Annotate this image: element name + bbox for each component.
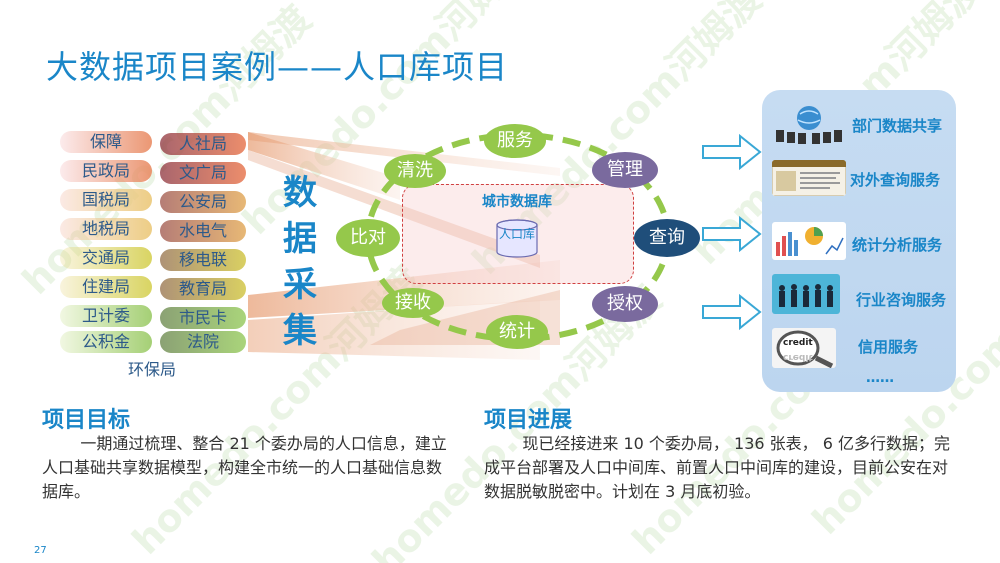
- svg-text:credit: credit: [783, 338, 813, 348]
- agency-tag: 公安局: [160, 191, 246, 213]
- node-authorize: 授权: [592, 286, 658, 322]
- agency-tag: 人社局: [160, 133, 246, 155]
- globe-servers-icon: [776, 106, 842, 144]
- agency-tag: 民政局: [60, 160, 152, 182]
- node-stats: 统计: [486, 315, 548, 349]
- agency-tag: 保障: [60, 131, 152, 153]
- page-number: 27: [34, 545, 47, 556]
- population-db-label: 人口库: [498, 227, 535, 241]
- agency-tag: 移电联: [160, 249, 246, 271]
- credit-magnifier-icon: credit credit: [772, 328, 836, 368]
- node-manage: 管理: [592, 152, 658, 188]
- collect-char: 数: [283, 173, 317, 213]
- agency-label: 环保局: [128, 360, 177, 379]
- agency-tag: 文广局: [160, 162, 246, 184]
- service-item: 信用服务: [858, 338, 919, 356]
- agency-tag: 地税局: [60, 218, 152, 240]
- business-people-icon: [772, 274, 840, 314]
- agency-tag: 卫计委: [60, 305, 152, 327]
- agency-tag: 交通局: [60, 247, 152, 269]
- node-compare: 比对: [336, 219, 400, 257]
- page-title: 大数据项目案例——人口库项目: [46, 48, 509, 86]
- agency-tag: 住建局: [60, 276, 152, 298]
- web-page-icon: [772, 160, 846, 196]
- agency-tag: 水电气: [160, 220, 246, 242]
- data-collection-label: 数 据 采 集: [278, 170, 322, 354]
- collect-char: 集: [283, 311, 317, 351]
- database-cylinder-icon: [496, 219, 538, 258]
- progress-heading: 项目进展: [484, 408, 573, 433]
- goal-text: 一期通过梳理、整合 21 个委办局的人口信息，建立人口基础共享数据模型，构建全市…: [42, 434, 447, 501]
- collect-char: 据: [283, 219, 317, 259]
- agency-tag: 公积金: [60, 331, 152, 353]
- service-item: 部门数据共享: [852, 117, 943, 135]
- agency-tag: 国税局: [60, 189, 152, 211]
- service-item: 对外查询服务: [850, 171, 941, 189]
- node-clean: 清洗: [384, 154, 446, 188]
- database-title: 城市数据库: [482, 194, 552, 210]
- progress-text: 现已经接进来 10 个委办局， 136 张表， 6 亿多行数据；完成平台部署及人…: [484, 434, 950, 501]
- goal-heading: 项目目标: [42, 408, 131, 433]
- services-more: ……: [866, 370, 894, 386]
- collect-char: 采: [283, 265, 317, 305]
- charts-icon: [772, 222, 846, 260]
- svg-text:credit: credit: [783, 352, 813, 362]
- service-item: 行业咨询服务: [856, 291, 947, 309]
- agency-tag: 市民卡: [160, 307, 246, 329]
- node-service: 服务: [484, 124, 546, 158]
- service-item: 统计分析服务: [852, 236, 943, 254]
- agency-tag: 法院: [160, 331, 246, 353]
- agency-tag: 教育局: [160, 278, 246, 300]
- node-receive: 接收: [382, 288, 444, 318]
- node-query: 查询: [634, 219, 700, 257]
